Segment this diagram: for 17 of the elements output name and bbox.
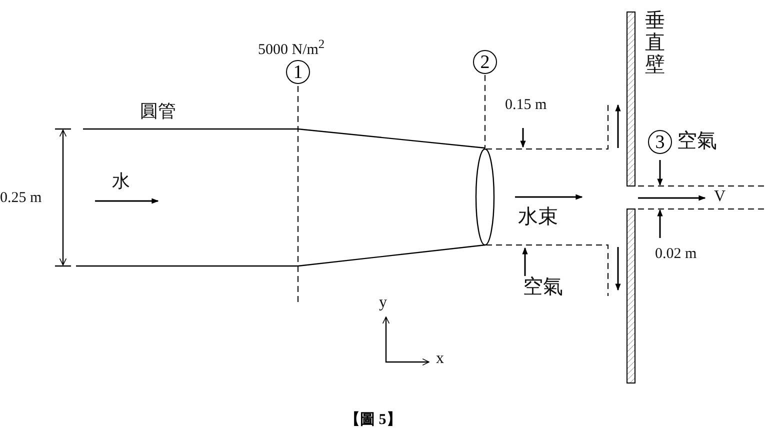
pressure-label: 5000 N/m$^{2}$ <box>258 38 325 58</box>
water-label: 水 <box>112 172 130 192</box>
station-marker: 3 <box>648 130 672 154</box>
station-marker: 1 <box>286 60 310 84</box>
axis-label: x <box>436 350 444 368</box>
station-marker: 2 <box>473 50 497 74</box>
dimension-label: 0.25 m <box>0 190 42 206</box>
pipe-label: 圓管 <box>140 102 176 122</box>
dimension-label: 0.15 m <box>505 97 547 114</box>
water-jet-label: 水束 <box>518 206 558 228</box>
wall-label: 垂直壁 <box>645 10 665 76</box>
axis-label: y <box>379 294 387 312</box>
velocity-label: V <box>714 188 726 206</box>
air-label: 空氣 <box>677 130 717 152</box>
dimension-label: 0.02 m <box>655 246 697 262</box>
air-label: 空氣 <box>523 276 563 298</box>
figure-caption: 【圖 5】 <box>345 410 402 429</box>
